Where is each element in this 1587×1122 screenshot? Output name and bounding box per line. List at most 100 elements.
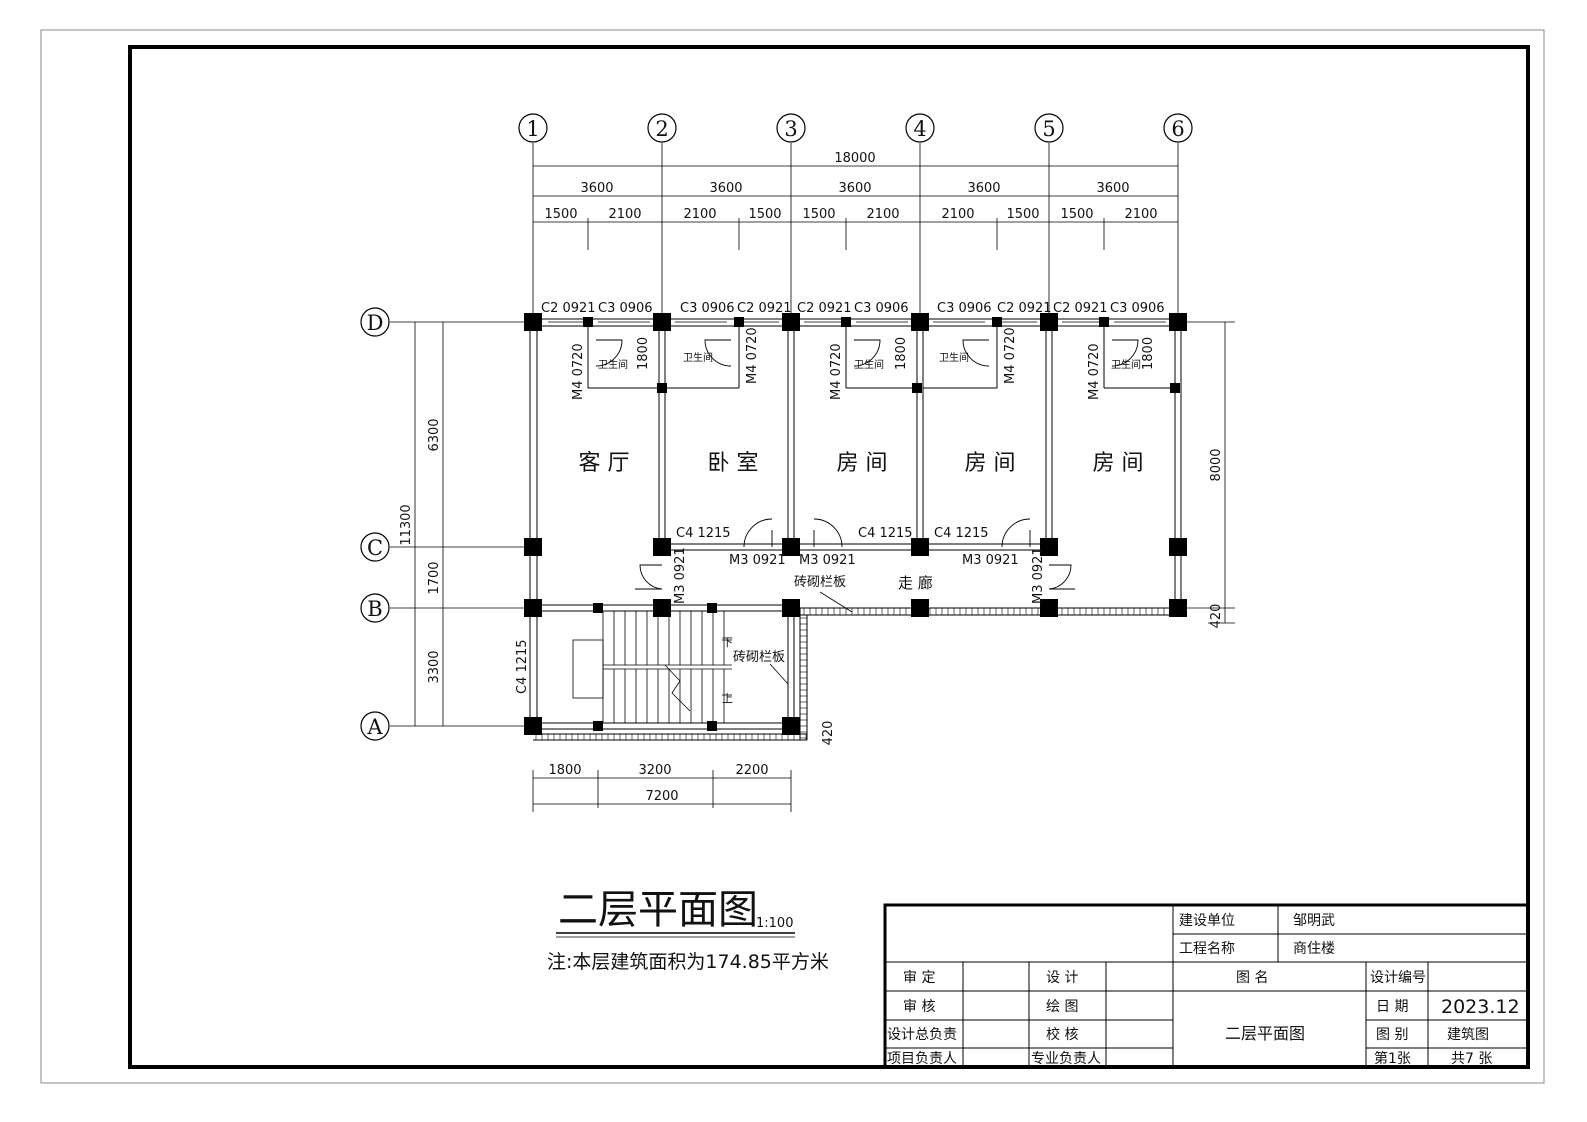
tb-project: 商住楼: [1293, 941, 1335, 957]
dim-left-d-c: 6300: [427, 418, 442, 451]
columns: [524, 313, 1187, 735]
wc-3: 卫生间: [854, 358, 884, 371]
tb-owner: 邹明武: [1293, 913, 1335, 929]
tb-manager: 项目负责人: [887, 1051, 957, 1067]
tb-chief: 设计总负责: [887, 1027, 957, 1043]
drawing-title: 二层平面图: [558, 887, 758, 933]
lbl-1800-3: 1800: [1141, 337, 1156, 370]
axis-c: C: [367, 536, 383, 560]
axis-6: 6: [1171, 117, 1184, 141]
room-corridor: 走 廊: [898, 574, 933, 592]
lbl-m4-4: M4 0720: [1003, 327, 1018, 384]
tb-check: 审 核: [903, 999, 935, 1015]
leader-lines: [769, 591, 853, 685]
dim-bottom-total: 7200: [645, 789, 678, 804]
tb-owner-label: 建设单位: [1179, 913, 1235, 929]
dim-bottom-right: 2200: [735, 763, 768, 778]
dim-sub-2a: 1500: [748, 207, 781, 222]
tb-approve: 审 定: [903, 970, 935, 986]
axis-bubbles-top: [518, 113, 1193, 143]
dim-bay-1: 3600: [580, 181, 613, 196]
left-dimensions: [414, 322, 444, 726]
dim-bottom-left: 1800: [548, 763, 581, 778]
tb-type: 建筑图: [1447, 1027, 1489, 1043]
tb-type-label: 图 别: [1376, 1027, 1408, 1043]
lbl-m4-3: M4 0720: [829, 343, 844, 400]
tb-drawing-name-label: 图 名: [1236, 970, 1268, 986]
axis-lines: [390, 143, 1235, 727]
dim-right-total: 8000: [1209, 448, 1224, 481]
lbl-c3-1: C3 0906: [598, 301, 653, 316]
tb-project-label: 工程名称: [1179, 941, 1235, 957]
dim-left-total: 11300: [399, 504, 414, 545]
stairs: [572, 611, 732, 723]
dim-sub-2b: 2100: [683, 207, 716, 222]
lbl-c2-5: C2 0921: [1053, 301, 1108, 316]
room-5: 房 间: [1093, 451, 1144, 476]
lbl-m4-1: M4 0720: [571, 343, 586, 400]
axis-a: A: [366, 715, 383, 739]
axis-4: 4: [913, 117, 926, 141]
dim-left-b-a: 3300: [427, 650, 442, 683]
dim-sub-4a: 1500: [1006, 207, 1039, 222]
lbl-parapet-1: 砖砌栏板: [794, 575, 846, 590]
dim-bay-3: 3600: [838, 181, 871, 196]
parapet-hatch: [535, 608, 1177, 740]
doors: [595, 339, 1139, 590]
wc-2: 卫生间: [683, 351, 713, 364]
parapet: [533, 607, 1181, 741]
lbl-stair-up: 上: [722, 692, 733, 705]
drawing-scale: 1:100: [756, 916, 793, 931]
lbl-c2-3: C2 0921: [797, 301, 852, 316]
tb-specialist: 专业负责人: [1031, 1051, 1101, 1067]
bottom-dimensions: [532, 770, 792, 812]
tb-sheet: 第1张: [1374, 1050, 1411, 1067]
lbl-m3-3: M3 0921: [962, 553, 1019, 568]
axis-b: B: [367, 597, 382, 621]
dim-total-top: 18000: [834, 151, 875, 166]
lbl-c4-4: C4 1215: [515, 639, 530, 694]
inner-border: [128, 45, 1530, 1069]
wc-1: 卫生间: [598, 358, 628, 371]
lbl-c3-2: C3 0906: [680, 301, 735, 316]
tb-date-label: 日 期: [1376, 999, 1408, 1015]
lbl-m3-4: M3 0921: [673, 547, 688, 604]
title-block: [883, 903, 1530, 1069]
room-bedroom: 卧 室: [708, 451, 759, 476]
axis-1: 1: [526, 117, 539, 141]
lbl-parapet-2: 砖砌栏板: [733, 650, 785, 665]
wc-5: 卫生间: [1111, 358, 1141, 371]
dim-sub-1b: 2100: [608, 207, 641, 222]
dim-bottom-small: 420: [821, 721, 836, 746]
axis-5: 5: [1042, 117, 1055, 141]
lbl-c3-5: C3 0906: [1110, 301, 1165, 316]
axis-2: 2: [655, 117, 668, 141]
lbl-1800-1: 1800: [636, 337, 651, 370]
tb-drawing-name: 二层平面图: [1225, 1024, 1305, 1043]
dim-sub-5a: 1500: [1060, 207, 1093, 222]
axis-3: 3: [784, 117, 797, 141]
dim-bay-4: 3600: [967, 181, 1000, 196]
lbl-c2-2: C2 0921: [737, 301, 792, 316]
lbl-c3-4: C3 0906: [937, 301, 992, 316]
dim-sub-3a: 1500: [802, 207, 835, 222]
tb-design: 设 计: [1046, 970, 1078, 986]
outer-border: [40, 29, 1545, 1084]
axis-bubbles-left: [360, 307, 390, 741]
dim-sub-4b: 2100: [941, 207, 974, 222]
lbl-c4-2: C4 1215: [858, 526, 913, 541]
top-dimensions: [533, 165, 1178, 250]
dim-bottom-mid: 3200: [638, 763, 671, 778]
axis-d: D: [367, 311, 384, 335]
dim-left-c-b: 1700: [427, 561, 442, 594]
room-3: 房 间: [837, 451, 888, 476]
lbl-c2-1: C2 0921: [541, 301, 596, 316]
tb-total: 共7 张: [1451, 1051, 1492, 1067]
lbl-c4-3: C4 1215: [934, 526, 989, 541]
wc-4: 卫生间: [939, 351, 969, 364]
tb-proof: 校 核: [1046, 1026, 1078, 1043]
room-4: 房 间: [965, 451, 1016, 476]
dim-sub-5b: 2100: [1124, 207, 1157, 222]
lbl-m4-2: M4 0720: [745, 327, 760, 384]
